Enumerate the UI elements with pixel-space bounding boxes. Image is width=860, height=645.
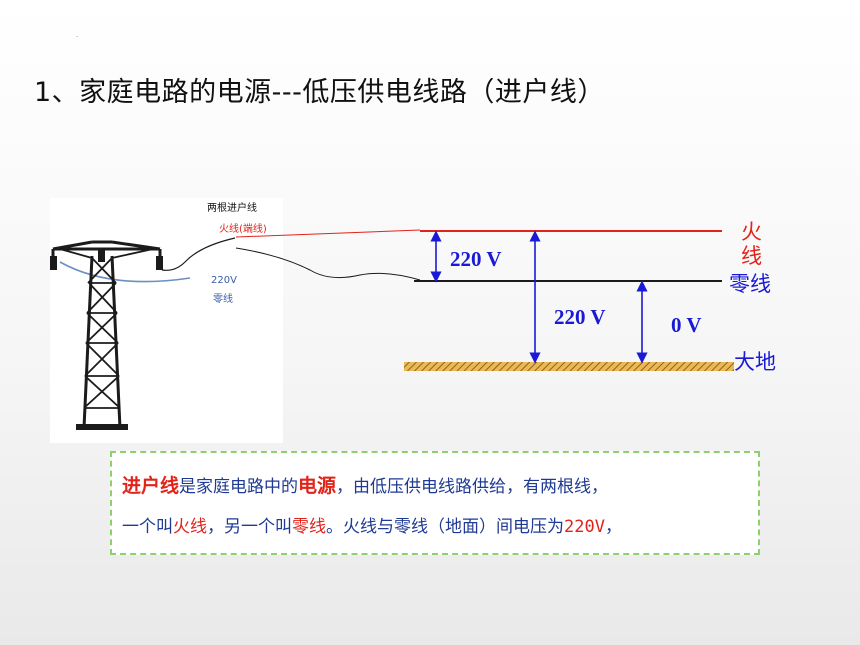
neutral-wire-feed: [235, 247, 421, 281]
note-text-2g: ，: [604, 517, 622, 537]
note-line-2: 一个叫火线，另一个叫零线。火线与零线（地面）间电压为220V，: [122, 512, 622, 537]
page-title: 1、家庭电路的电源---低压供电线路（进户线）: [34, 77, 605, 108]
slide-dot: .: [76, 30, 79, 39]
tower-neutral-label: 零线: [213, 294, 233, 305]
tower-figure: 两根进户线 火线(端线) 220V 零线: [50, 198, 283, 443]
note-line-1: 进户线是家庭电路中的电源，由低压供电线路供给，有两根线，: [122, 471, 608, 498]
neutral-wire-label: 零线: [729, 272, 771, 296]
tower-caption: 两根进户线: [207, 203, 257, 214]
note-term-live: 火线: [173, 517, 207, 537]
note-text-2e: 。火线与零线（地面）间电压为: [326, 517, 564, 537]
note-text-2c: ，另一个叫: [207, 517, 292, 537]
note-box: 进户线是家庭电路中的电源，由低压供电线路供给，有两根线， 一个叫火线，另一个叫零…: [110, 451, 760, 555]
ground-bar: [404, 362, 734, 371]
note-term-service-line: 进户线: [122, 475, 180, 497]
ground-label: 大地: [734, 350, 776, 374]
live-wire-label: 火线: [741, 220, 762, 268]
voltage-live-ground: 220 V: [554, 305, 606, 329]
tower-live-label: 火线(端线): [219, 224, 267, 235]
tower-illustration: [50, 237, 236, 430]
note-term-power-source: 电源: [298, 475, 337, 497]
note-text-1b: 是家庭电路中的: [179, 477, 299, 497]
tower-voltage-label: 220V: [211, 275, 237, 286]
voltage-neutral-ground: 0 V: [671, 313, 702, 337]
note-text-1d: ，由低压供电线路供给，有两根线，: [336, 477, 609, 497]
note-text-2a: 一个叫: [122, 517, 173, 537]
note-term-neutral: 零线: [292, 517, 326, 537]
live-wire-feed: [235, 229, 421, 238]
note-term-voltage: 220V: [564, 517, 605, 537]
voltage-live-neutral: 220 V: [450, 247, 502, 271]
